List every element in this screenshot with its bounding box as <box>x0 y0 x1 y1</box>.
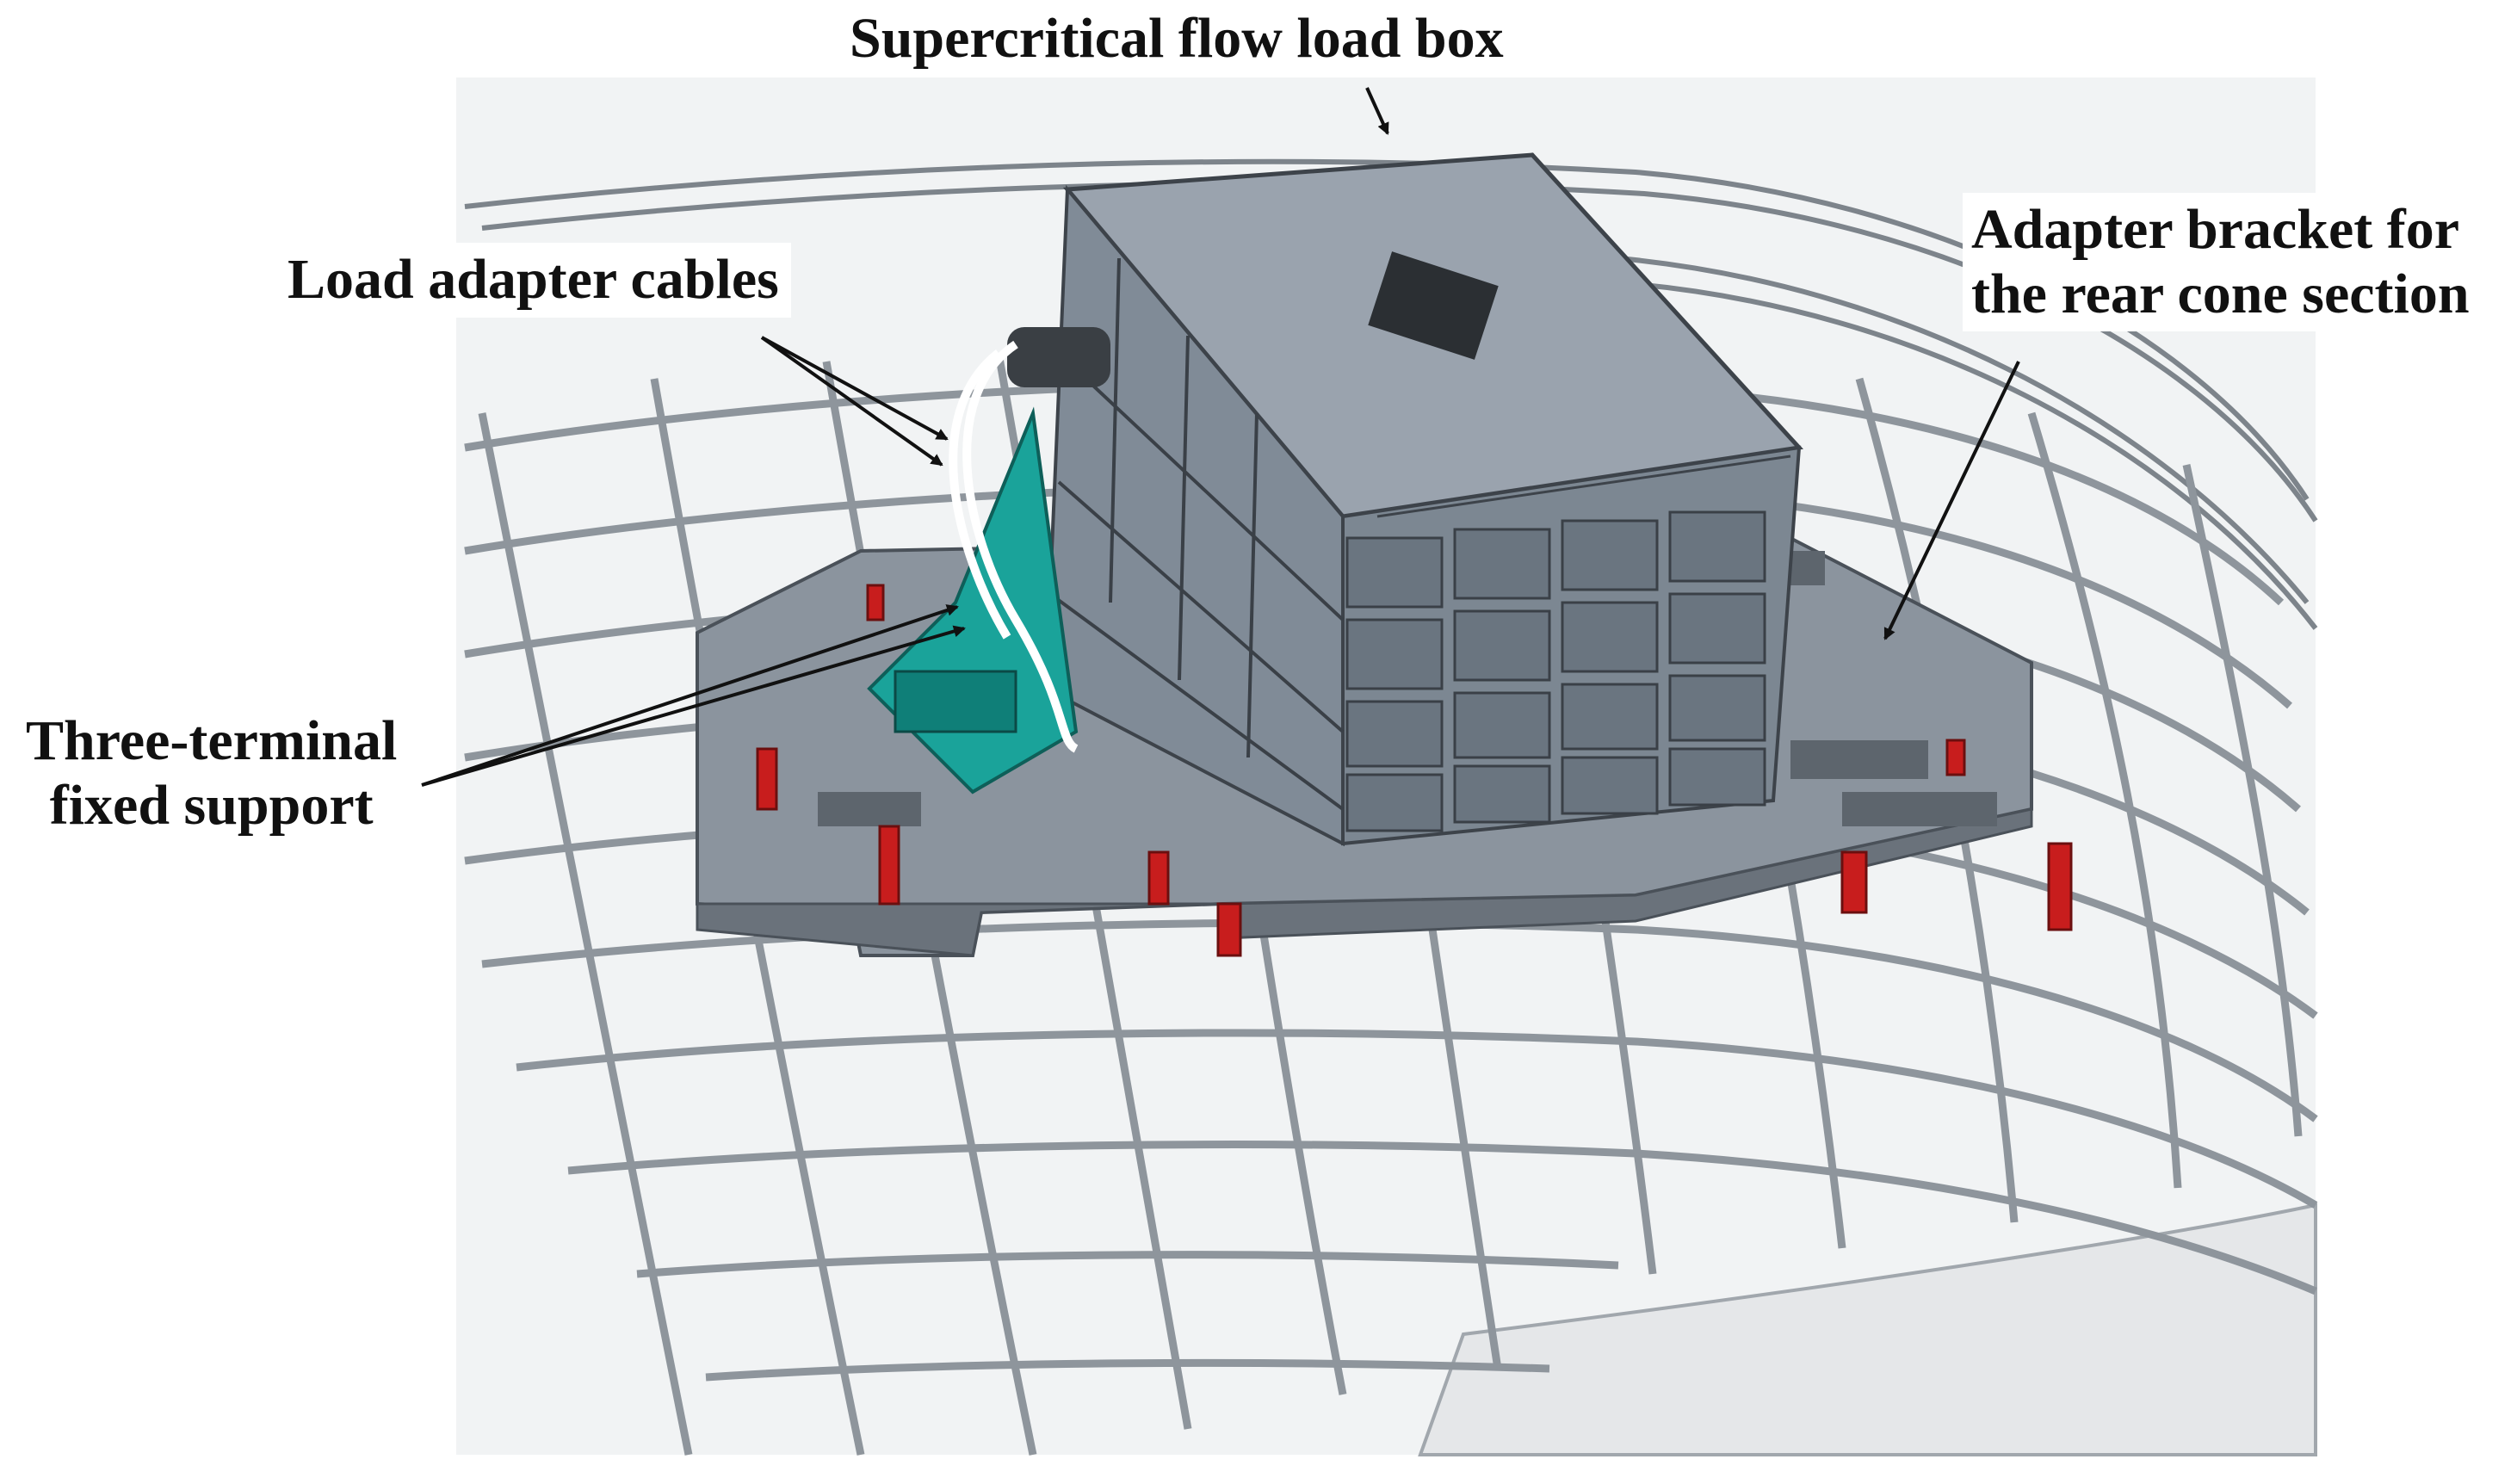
lower-shell <box>1418 1203 2317 1456</box>
support-arrow-1 <box>421 625 966 787</box>
red-posts <box>756 584 2073 957</box>
label-adapter-bracket: Adapter bracket for the rear cone sectio… <box>1963 193 2478 332</box>
label-load-adapter-cables: Load adapter cables <box>275 243 791 318</box>
label-support-line-2: fixed support <box>49 773 374 837</box>
cables-arrow-1 <box>760 336 943 467</box>
label-adapter-bracket-line-2: the rear cone section <box>1971 262 2470 325</box>
load-box <box>1007 152 1804 847</box>
cables-arrow-2 <box>761 336 949 441</box>
label-support-line-1: Three-terminal <box>26 709 398 772</box>
label-supercritical-flow-load-box: Supercritical flow load box <box>839 3 1514 75</box>
adapter-cables <box>949 340 1079 753</box>
label-adapter-bracket-line-1: Adapter bracket for <box>1971 198 2459 261</box>
box-connector <box>1007 327 1110 387</box>
label-three-terminal-fixed-support: Three-terminal fixed support <box>15 706 408 842</box>
callout-arrows <box>421 87 2020 787</box>
box-marker <box>1368 251 1499 360</box>
bracket-arrow <box>1883 361 2020 640</box>
support-fixture <box>867 406 1079 795</box>
box-arrow <box>1365 87 1389 135</box>
outer-shell <box>464 158 2318 630</box>
support-arrow-2 <box>421 604 959 787</box>
